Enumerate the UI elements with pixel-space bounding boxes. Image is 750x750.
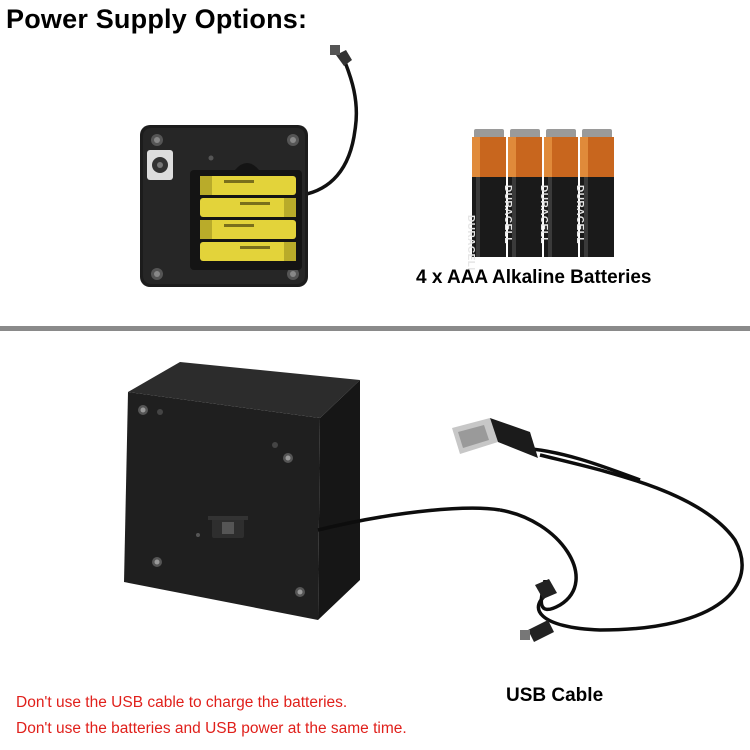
warning-text-simultaneous: Don't use the batteries and USB power at… [16,720,407,737]
usb-box-image [124,362,744,642]
battery-brand-label: DURACELL [574,185,585,244]
aaa-batteries-image [472,129,614,257]
section-divider [0,326,750,331]
warning-text-charging: Don't use the USB cable to charge the ba… [16,694,348,711]
usb-caption: USB Cable [506,685,604,706]
battery-brand-label: DURACELL [502,185,513,244]
battery-brand-label: DURACELL [465,215,476,274]
battery-brand-label: DURACELL [538,185,549,244]
battery-box-image [140,45,359,287]
battery-caption: 4 x AAA Alkaline Batteries [416,267,652,288]
battery-labels: DURACELL DURACELL DURACELL DURACELL [465,177,630,274]
page-title: Power Supply Options: [6,4,308,34]
